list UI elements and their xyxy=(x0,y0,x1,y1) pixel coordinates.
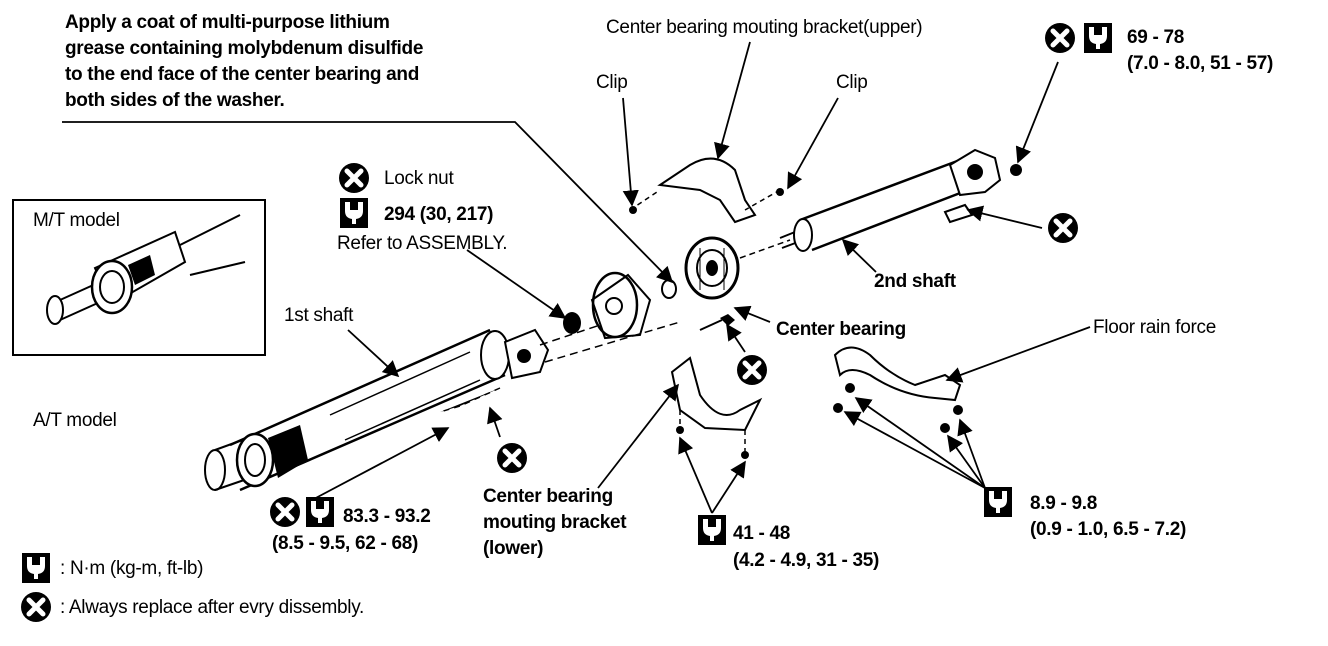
floor-rain-force-label: Floor rain force xyxy=(1093,317,1216,338)
clip-right-label: Clip xyxy=(836,72,868,93)
torque-bracket-value: 41 - 48 xyxy=(733,523,791,544)
lock-nut-torque: 294 (30, 217) xyxy=(384,204,494,225)
replace-icon-flange-nut xyxy=(497,443,527,473)
torque-icon-flange xyxy=(306,497,334,527)
clip-left-label: Clip xyxy=(596,72,628,93)
legend-torque-text: : N·m (kg-m, ft-lb) xyxy=(60,558,204,579)
torque-top-right-units: (7.0 - 8.0, 51 - 57) xyxy=(1127,53,1274,74)
torque-icon-lock-nut xyxy=(340,198,368,228)
torque-top-right-value: 69 - 78 xyxy=(1127,27,1185,48)
bracket-lower-line-3: (lower) xyxy=(483,538,544,559)
center-bearing-drawing xyxy=(563,157,784,459)
at-model-label: A/T model xyxy=(33,410,117,431)
mt-model-label: M/T model xyxy=(33,210,120,231)
torque-bracket-units: (4.2 - 4.9, 31 - 35) xyxy=(733,550,880,571)
replace-icon-bearing-bolt xyxy=(737,355,767,385)
bracket-upper-label: Center bearing mouting bracket(upper) xyxy=(606,17,923,38)
torque-flange-units: (8.5 - 9.5, 62 - 68) xyxy=(272,533,419,554)
torque-icon-bracket xyxy=(698,515,726,545)
torque-icon-floor xyxy=(984,487,1012,517)
grease-note-line-1: Apply a coat of multi-purpose lithium xyxy=(65,12,390,33)
mt-model-inset xyxy=(12,199,266,356)
second-shaft-drawing xyxy=(739,148,1022,259)
replace-icon-lock-nut xyxy=(339,163,369,193)
grease-note-line-3: to the end face of the center bearing an… xyxy=(65,64,420,85)
torque-flange-value: 83.3 - 93.2 xyxy=(343,506,431,527)
refer-assembly-label: Refer to ASSEMBLY. xyxy=(337,233,508,254)
legend-replace-text: : Always replace after evry dissembly. xyxy=(60,597,364,618)
replace-icon-flange xyxy=(270,497,300,527)
center-bearing-label: Center bearing xyxy=(776,319,906,340)
torque-floor-units: (0.9 - 1.0, 6.5 - 7.2) xyxy=(1030,519,1187,540)
leader-lines xyxy=(62,41,1091,514)
first-shaft-drawing xyxy=(204,321,681,492)
first-shaft-label: 1st shaft xyxy=(284,305,354,326)
torque-floor-value: 8.9 - 9.8 xyxy=(1030,493,1098,514)
lock-nut-label: Lock nut xyxy=(384,168,454,189)
grease-note-line-4: both sides of the washer. xyxy=(65,90,285,111)
second-shaft-label: 2nd shaft xyxy=(874,271,956,292)
bracket-lower-line-1: Center bearing xyxy=(483,486,613,507)
replace-icon-2nd-shaft-bolt xyxy=(1048,213,1078,243)
floor-reinforcement-drawing xyxy=(833,346,963,433)
torque-icon-legend xyxy=(22,553,50,583)
replace-icon-legend xyxy=(21,592,51,622)
bracket-lower-line-2: mouting bracket xyxy=(483,512,627,533)
grease-note-line-2: grease containing molybdenum disulfide xyxy=(65,38,424,59)
replace-icon-top-right xyxy=(1045,23,1075,53)
torque-icon-top-right xyxy=(1084,23,1112,53)
